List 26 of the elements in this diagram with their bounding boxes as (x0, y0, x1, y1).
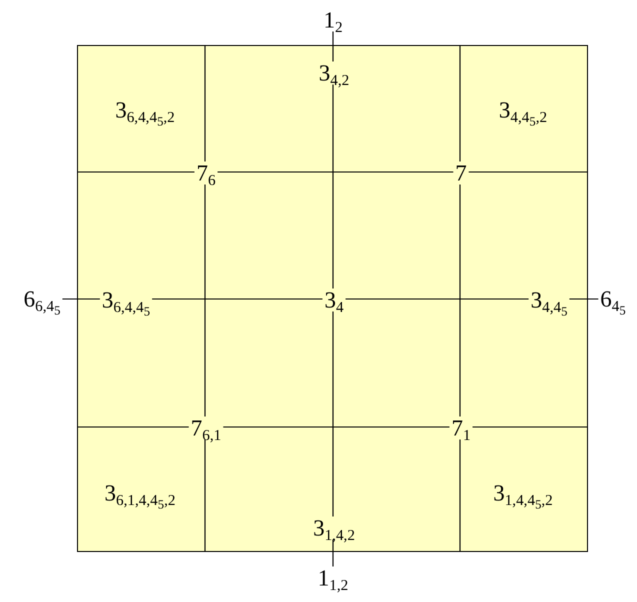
connector-line (77, 171, 194, 173)
connector-line (223, 426, 450, 428)
connector-line (459, 184, 461, 416)
connector-line (468, 171, 588, 173)
connector-line (569, 298, 598, 300)
connector-line (332, 312, 334, 516)
math-label: 7 (453, 162, 469, 184)
math-label: 1$_{2}$ (321, 8, 345, 32)
connector-line (472, 426, 588, 428)
shaded-square (77, 45, 588, 552)
connector-line (152, 298, 322, 300)
math-label: 3$_{4}$ (322, 288, 346, 312)
connector-line (459, 45, 461, 162)
connector-line (204, 184, 206, 416)
connector-line (332, 84, 334, 288)
connector-line (346, 298, 529, 300)
connector-line (204, 440, 206, 552)
math-label: 7$_{6}$ (194, 162, 218, 184)
connector-line (332, 32, 334, 62)
connector-line (218, 171, 454, 173)
connector-line (62, 298, 100, 300)
connector-line (77, 426, 189, 428)
math-label: 7$_{1}$ (449, 416, 473, 440)
connector-line (459, 440, 461, 552)
connector-line (332, 540, 334, 566)
connector-line (204, 45, 206, 162)
